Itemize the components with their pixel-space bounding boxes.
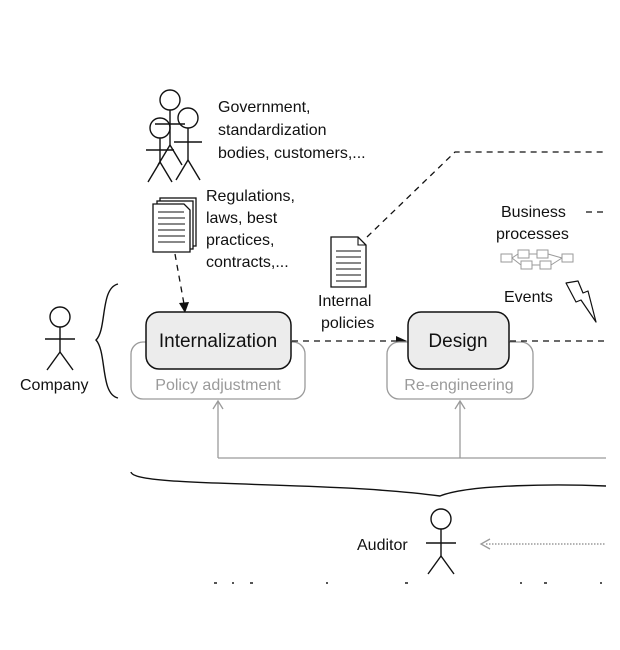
company-label: Company — [20, 377, 88, 394]
auditor-incoming-arrow — [479, 538, 606, 550]
stakeholders-actor-icon — [146, 89, 202, 183]
internalization-to-design-arrow — [292, 336, 407, 346]
regulations-label-3: practices, — [206, 232, 274, 249]
regulations-label-4: contracts,... — [206, 254, 289, 271]
design-box — [386, 311, 534, 400]
lightning-bolt-icon — [565, 280, 597, 323]
internalization-box — [130, 311, 306, 400]
regulations-to-internalization-arrow — [174, 253, 189, 313]
regulations-label-2: laws, best — [206, 210, 278, 227]
events-label: Events — [504, 289, 553, 306]
process-flow-icon — [500, 249, 574, 270]
stakeholders-label-1: Government, — [218, 99, 310, 116]
company-actor-icon — [45, 306, 75, 371]
regulations-document-icon — [152, 197, 197, 253]
business-processes-label-1: Business — [501, 204, 566, 221]
clipped-text-remnants — [214, 582, 602, 584]
business-processes-label-2: processes — [496, 226, 569, 243]
auditor-label: Auditor — [357, 537, 408, 554]
auditor-actor-icon — [426, 508, 456, 575]
company-brace — [95, 283, 119, 399]
stakeholders-label-3: bodies, customers,... — [218, 145, 366, 162]
internal-policies-document-icon — [330, 236, 367, 288]
reengineering-label: Re-engineering — [404, 377, 513, 394]
auditor-brace — [130, 471, 607, 497]
internal-policies-label-1: Internal — [318, 293, 371, 310]
internal-policies-connector — [366, 151, 606, 238]
feedback-lines — [212, 399, 606, 459]
design-label: Design — [428, 331, 487, 352]
internalization-label: Internalization — [159, 331, 277, 352]
regulations-label-1: Regulations, — [206, 188, 295, 205]
internal-policies-label-2: policies — [321, 315, 374, 332]
policy-adjustment-label: Policy adjustment — [155, 377, 281, 394]
stakeholders-label-2: standardization — [218, 122, 327, 139]
